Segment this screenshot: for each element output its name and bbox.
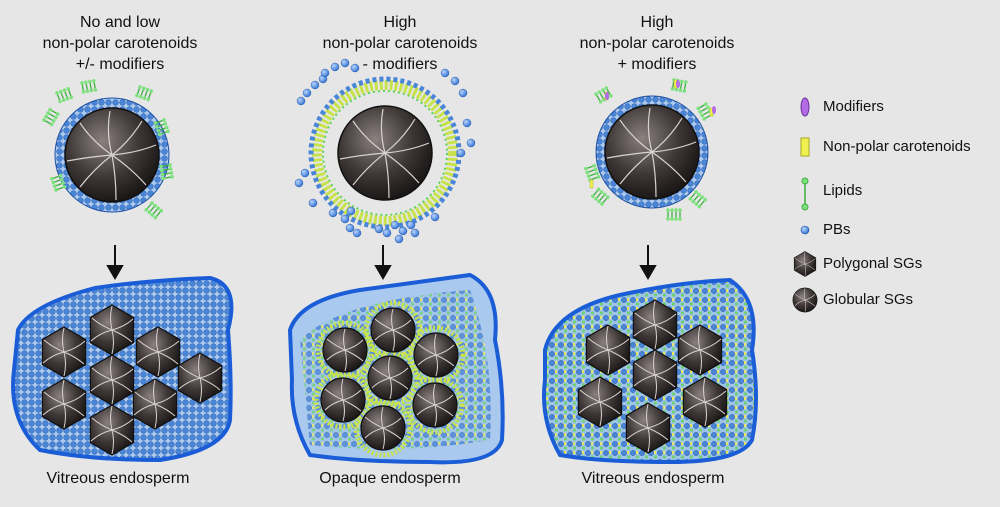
pb-icon — [800, 225, 810, 235]
granule-high-carotenoid-no-modifiers — [294, 58, 476, 244]
modifier-icon — [800, 97, 810, 117]
globular-sg-icon — [792, 287, 818, 313]
header-line: non-polar carotenoids — [579, 35, 735, 52]
legend-label-modifiers: Modifiers — [823, 98, 884, 115]
legend-label-polygonal-sgs: Polygonal SGs — [823, 255, 923, 272]
legend-label-pbs: PBs — [823, 221, 851, 238]
header-line: non-polar carotenoids — [322, 35, 478, 52]
header-line: - modifiers — [362, 56, 438, 73]
header-line: No and low — [79, 14, 161, 31]
legend-label-lipids: Lipids — [823, 182, 863, 199]
polygonal-sg-icon — [793, 251, 817, 277]
vitreous-endosperm-2 — [542, 277, 758, 465]
carotenoid-icon — [800, 137, 810, 157]
granule-low-carotenoid — [40, 78, 175, 221]
legend-label-globular-sgs: Globular SGs — [823, 291, 914, 308]
column-header-1: No and low non-polar carotenoids +/- mod… — [0, 12, 250, 75]
header-line: non-polar carotenoids — [42, 35, 198, 52]
column-header-3: High non-polar carotenoids + modifiers — [527, 12, 787, 75]
arrow-down-icon — [639, 245, 657, 280]
column-header-2: High non-polar carotenoids - modifiers — [270, 12, 530, 75]
opaque-endosperm — [287, 272, 505, 465]
header-line: High — [383, 14, 417, 31]
header-line: +/- modifiers — [75, 56, 165, 73]
legend-label-carotenoids: Non-polar carotenoids — [823, 138, 971, 155]
arrow-down-icon — [374, 245, 392, 280]
caption-3: Vitreous endosperm — [581, 470, 725, 487]
granule-high-carotenoid-with-modifiers — [582, 77, 716, 222]
legend — [792, 97, 818, 313]
vitreous-endosperm-1 — [11, 275, 234, 463]
caption-2: Opaque endosperm — [319, 470, 461, 487]
arrow-down-icon — [106, 245, 124, 280]
caption-1: Vitreous endosperm — [46, 470, 190, 487]
header-line: High — [640, 14, 674, 31]
header-line: + modifiers — [617, 56, 697, 73]
lipid-icon — [801, 177, 809, 211]
